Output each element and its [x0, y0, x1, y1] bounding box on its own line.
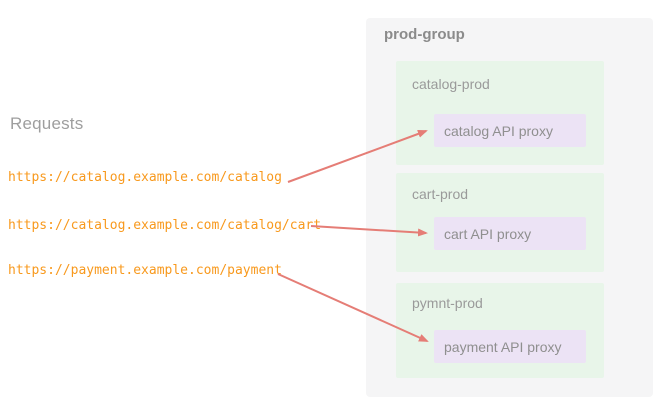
proxy-box-catalog: catalog API proxy	[434, 114, 586, 147]
proxy-box-cart: cart API proxy	[434, 217, 586, 250]
proxy-box-payment: payment API proxy	[434, 330, 586, 363]
requests-heading: Requests	[10, 114, 84, 133]
environment-box-catalog-prod	[396, 61, 604, 165]
request-url-catalog: https://catalog.example.com/catalog	[8, 170, 282, 185]
request-url-payment: https://payment.example.com/payment	[8, 263, 282, 278]
environment-label-pymnt-prod: pymnt-prod	[412, 295, 483, 311]
request-url-catalog-cart: https://catalog.example.com/catalog/cart	[8, 218, 322, 233]
prod-group-title: prod-group	[384, 26, 465, 43]
environment-label-cart-prod: cart-prod	[412, 186, 469, 202]
environment-label-catalog-prod: catalog-prod	[412, 76, 490, 92]
